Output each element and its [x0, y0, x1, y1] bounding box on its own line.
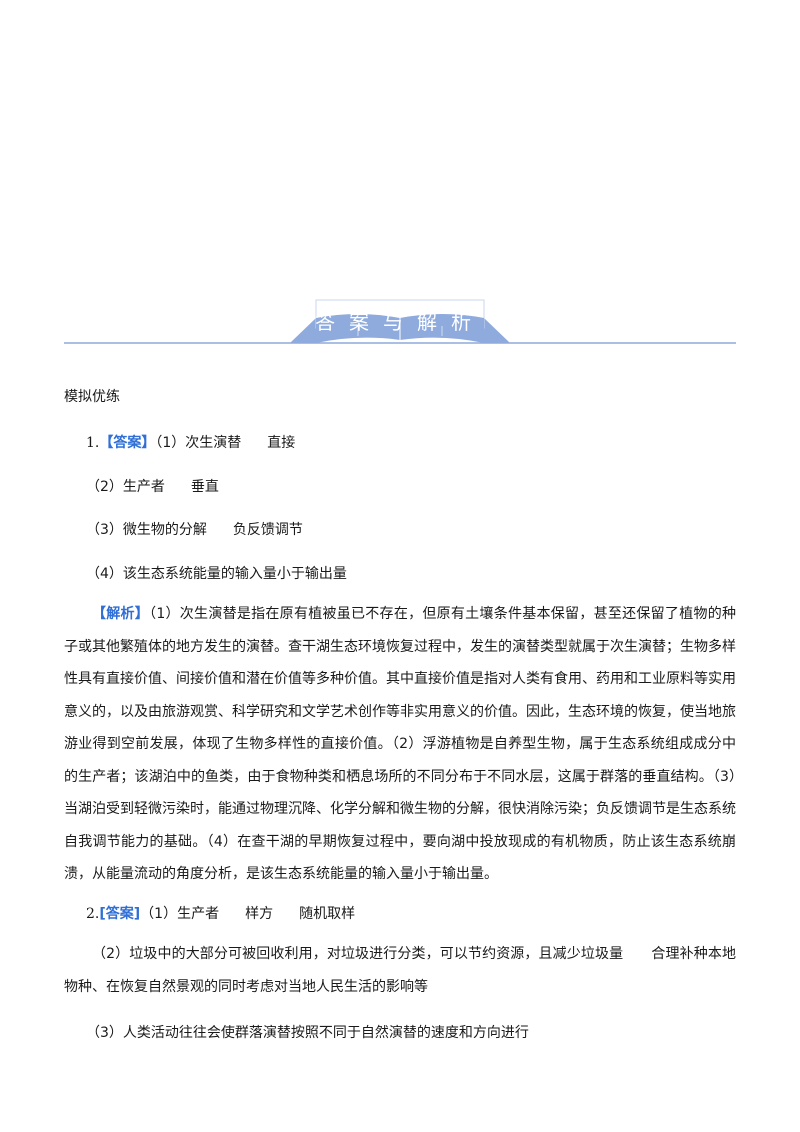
q1-ans1-a: 次生演替 — [185, 435, 242, 451]
q1-ans4-line: （4）该生态系统能量的输入量小于输出量 — [86, 563, 347, 583]
q1-analysis-text: （1）次生演替是指在原有植被虽已不存在，但原有土壤条件基本保留，甚至还保留了植物… — [64, 606, 737, 882]
answer-analysis-banner: 答案与解析 — [64, 296, 736, 360]
q1-ans4-no: （4） — [86, 566, 123, 582]
q1-ans3-line: （3）微生物的分解 负反馈调节 — [86, 519, 303, 539]
q1-analysis-tag: 【解析】 — [92, 606, 150, 622]
q2-ans2-paragraph: （2）垃圾中的大部分可被回收利用，对垃圾进行分类，可以节约资源，且减少垃圾量 合… — [64, 946, 736, 995]
q1-ans3-b: 负反馈调节 — [232, 522, 303, 538]
q2-ans1-b: 样方 — [245, 906, 274, 922]
q2-ans1-a: 生产者 — [177, 906, 220, 922]
q1-ans4-a: 该生态系统能量的输入量小于输出量 — [122, 566, 347, 582]
q1-ans2-b: 垂直 — [190, 479, 219, 495]
q1-answer-tag: 【答案】 — [99, 435, 156, 451]
q2-ans3-a: 人类活动往往会使群落演替按照不同于自然演替的速度和方向进行 — [122, 1025, 529, 1041]
q1-ans2-line: （2）生产者 垂直 — [86, 476, 219, 496]
q1-ans1-b: 直接 — [267, 435, 296, 451]
banner-title: 答案与解析 — [315, 310, 485, 334]
q2-ans1-no: （1） — [140, 906, 178, 922]
q2-ans1-c: 随机取样 — [299, 906, 356, 922]
q1-ans3-a: 微生物的分解 — [122, 522, 207, 538]
q1-ans3-no: （3） — [86, 522, 123, 538]
q2-ans3-line: （3）人类活动往往会使群落演替按照不同于自然演替的速度和方向进行 — [86, 1022, 529, 1042]
q2-number: 2. — [86, 906, 100, 922]
q1-number: 1. — [86, 435, 100, 451]
q1-answer-line: 1.【答案】（1）次生演替 直接 — [86, 432, 295, 452]
q1-ans2-a: 生产者 — [122, 479, 165, 495]
q2-ans3-no: （3） — [86, 1025, 123, 1041]
q2-answer-tag: [答案] — [99, 906, 141, 922]
q1-ans1-no: （1） — [155, 435, 186, 451]
q1-ans2-no: （2） — [86, 479, 123, 495]
q2-answer-line: 2.[答案]（1）生产者 样方 随机取样 — [86, 903, 355, 923]
q1-analysis-paragraph: 【解析】（1）次生演替是指在原有植被虽已不存在，但原有土壤条件基本保留，甚至还保… — [64, 598, 736, 891]
section-title: 模拟优练 — [64, 389, 120, 405]
